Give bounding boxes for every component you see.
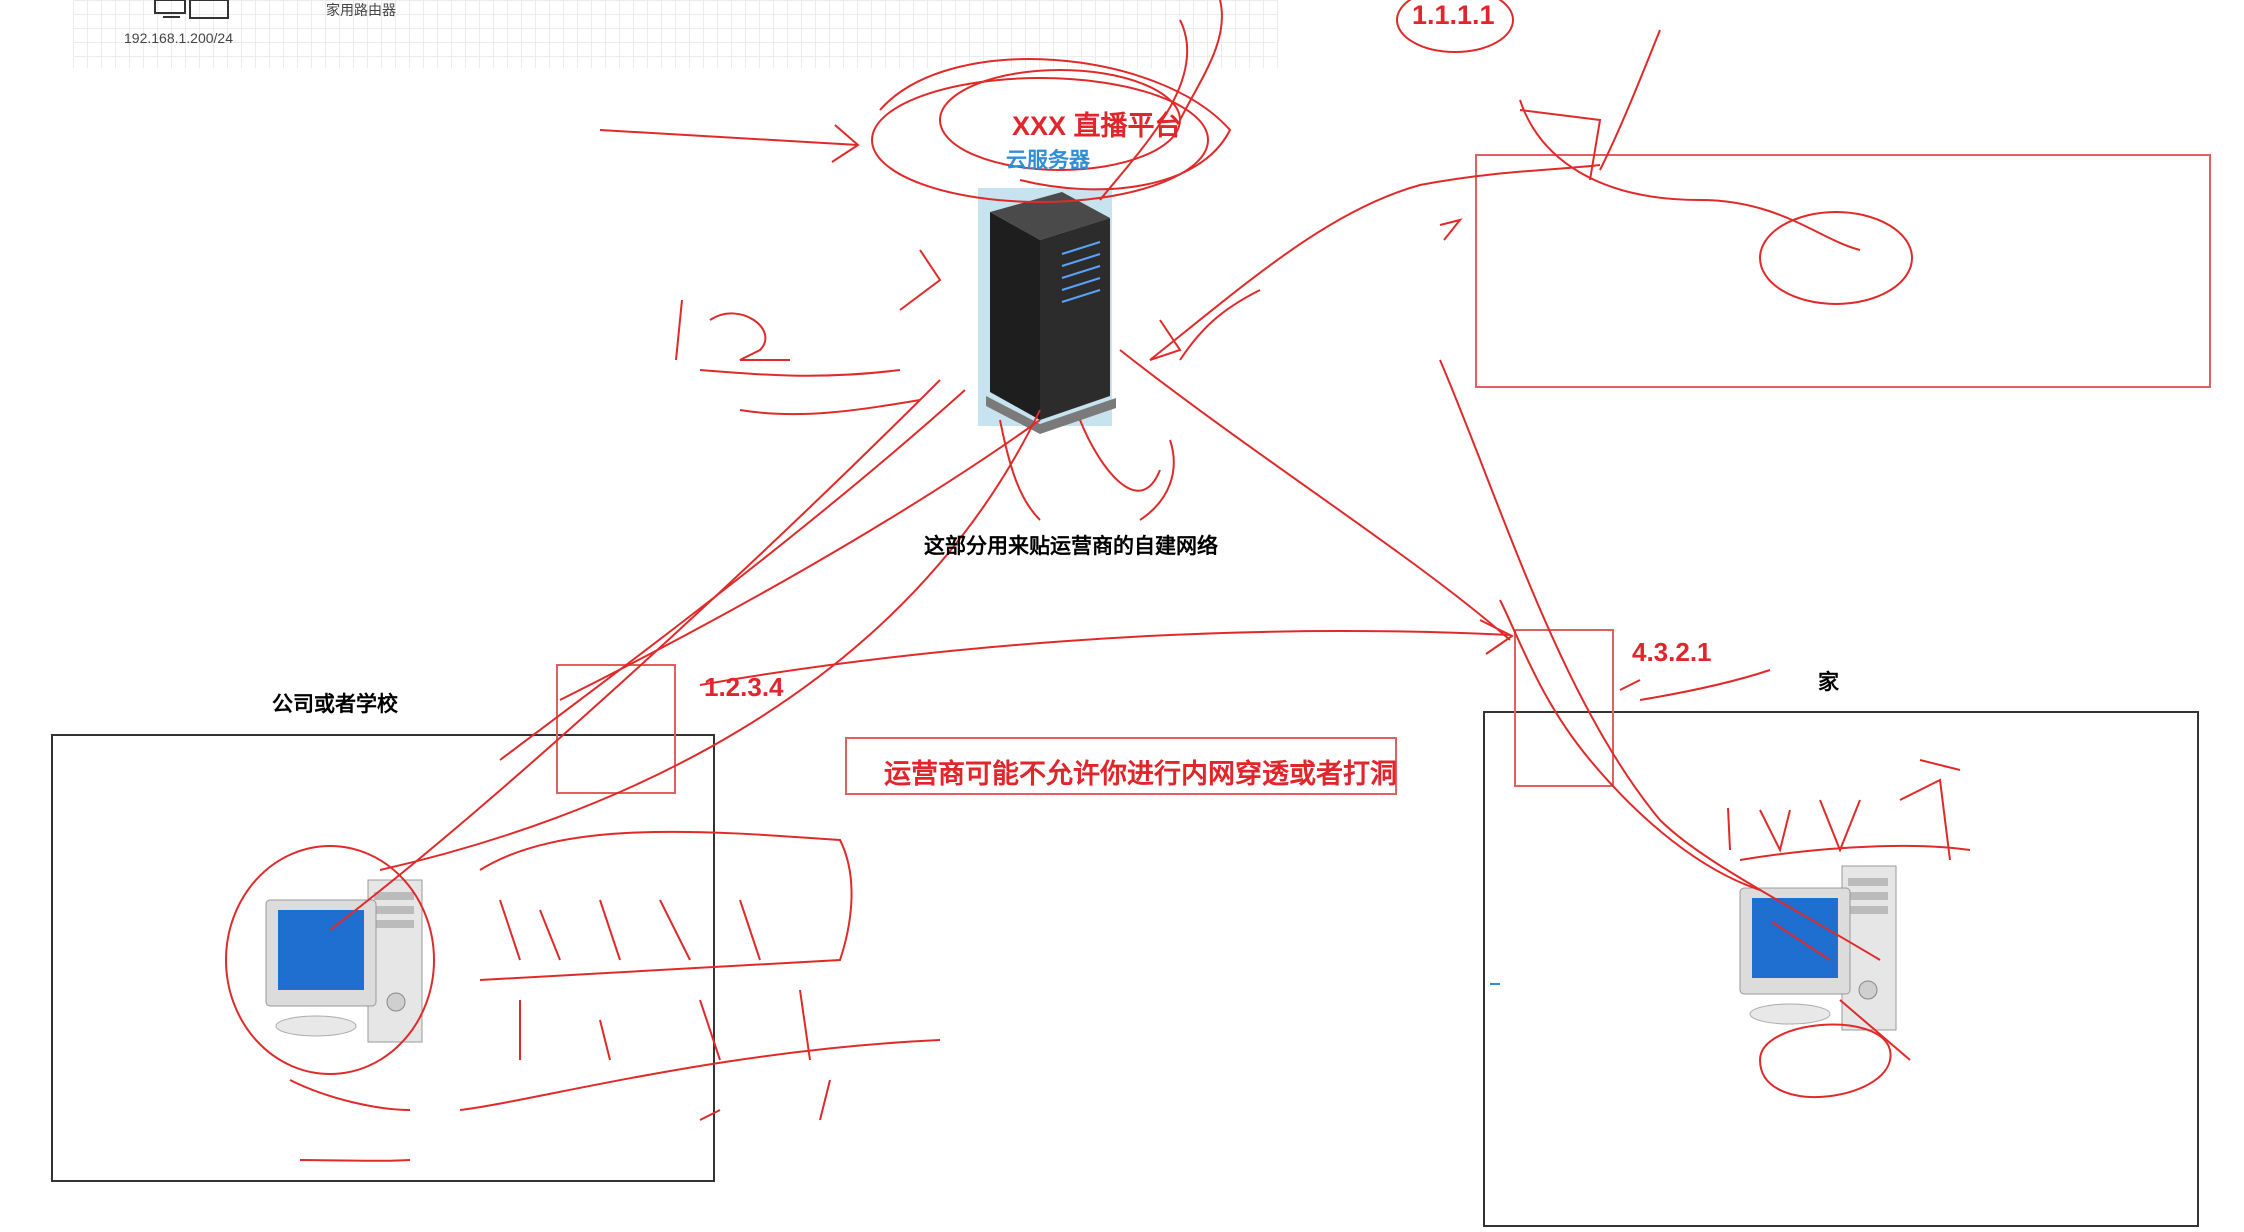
home-label: 家 xyxy=(1818,671,1839,694)
company-computer-icon xyxy=(265,879,423,1043)
warning-text: 运营商可能不允许你进行内网穿透或者打洞 xyxy=(884,759,1397,789)
company-box xyxy=(51,734,715,1182)
server-icon xyxy=(978,188,1116,434)
company-label: 公司或者学校 xyxy=(272,693,398,716)
company-ip-label: 1.2.3.4 xyxy=(704,672,784,702)
warning-box xyxy=(845,737,1397,795)
annotation-rect xyxy=(1475,154,2211,388)
home-ip-label: 4.3.2.1 xyxy=(1632,637,1712,667)
canvas-grid xyxy=(73,0,1278,68)
red-annotation-strokes xyxy=(225,0,1971,1162)
cloud-server-subtitle: 云服务器 xyxy=(1006,149,1090,172)
cloud-platform-title: XXX 直播平台 xyxy=(1012,111,1182,141)
top-router-label: 家用路由器 xyxy=(326,2,396,18)
home-box xyxy=(1483,711,2199,1227)
home-router-box xyxy=(1514,629,1614,787)
top-monitor-icon xyxy=(154,0,229,19)
operator-note: 这部分用来贴运营商的自建网络 xyxy=(924,535,1218,558)
home-computer-icon xyxy=(1739,865,1897,1031)
top-ip-label: 192.168.1.200/24 xyxy=(124,30,233,46)
cloud-ip-label: 1.1.1.1 xyxy=(1412,0,1495,30)
